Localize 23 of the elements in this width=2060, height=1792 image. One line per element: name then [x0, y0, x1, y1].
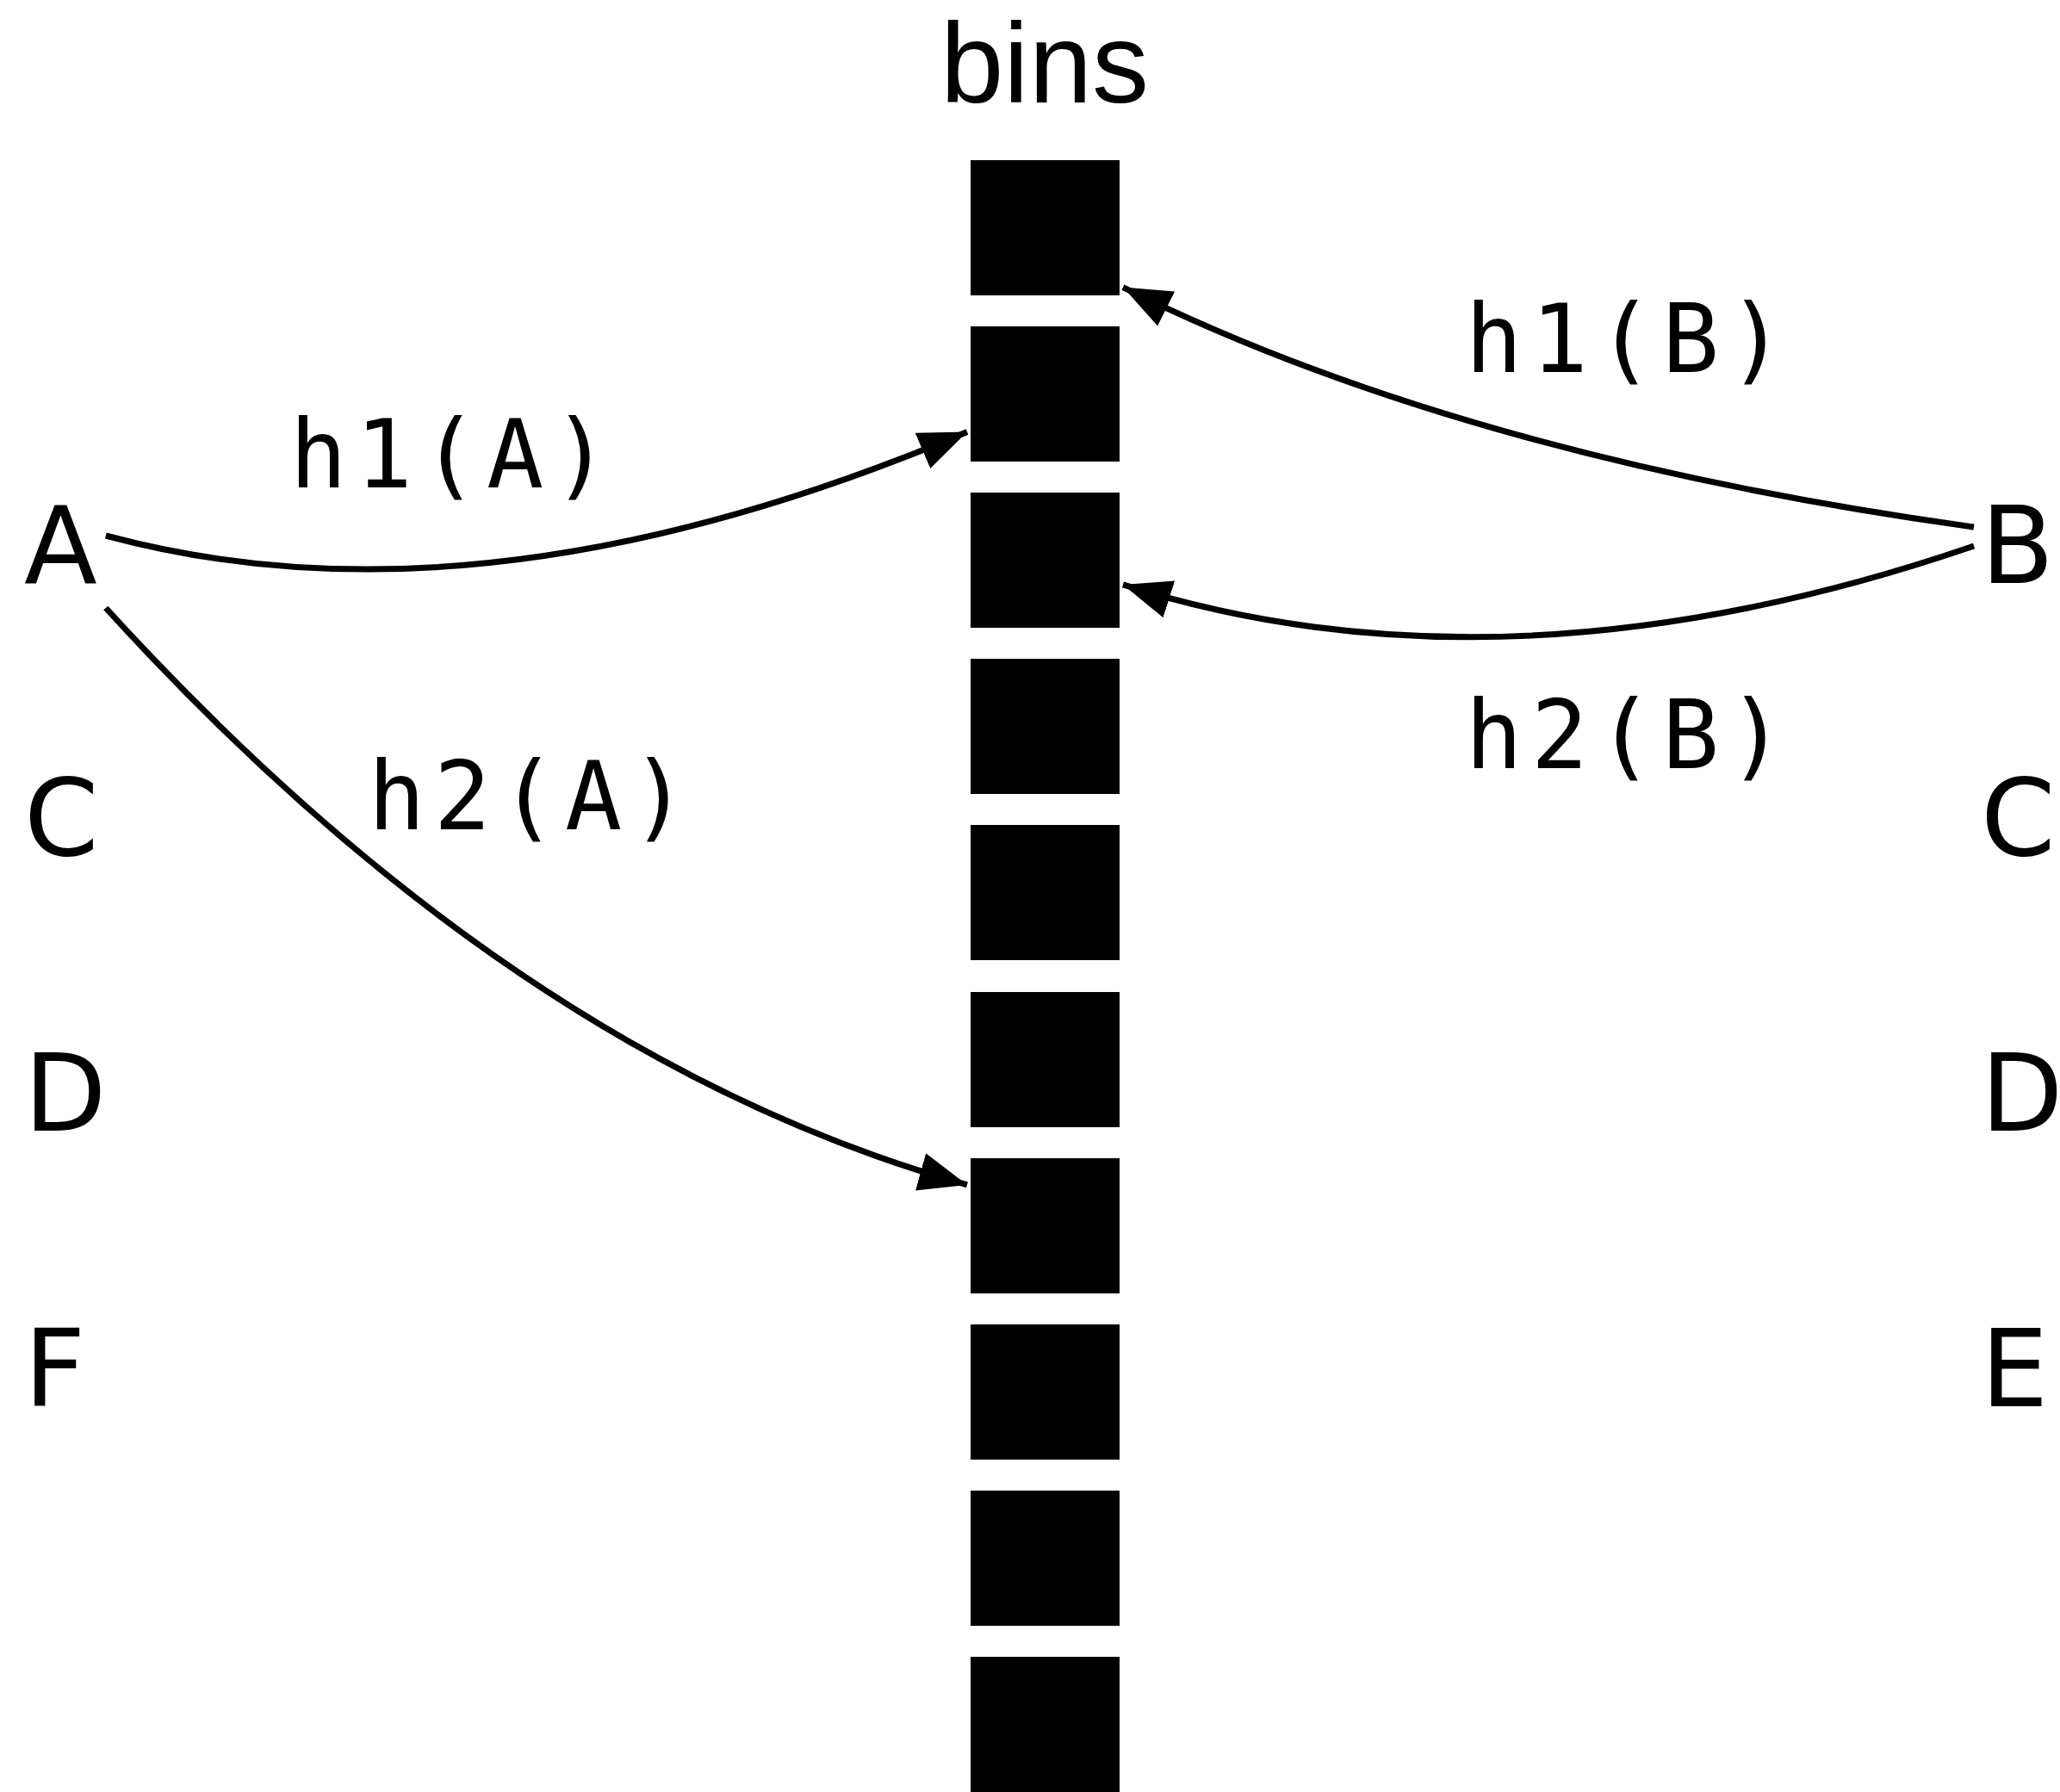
item-label: E — [1981, 1316, 2049, 1423]
bin-block — [971, 825, 1120, 961]
bin-block — [971, 1324, 1120, 1460]
item-label: C — [24, 765, 99, 871]
item-label: F — [24, 1316, 86, 1423]
bin-block — [971, 493, 1120, 629]
item-label: B — [1981, 493, 2055, 599]
bin-block — [971, 160, 1120, 295]
arrow — [105, 429, 969, 573]
bin-block — [971, 326, 1120, 462]
bin-block — [971, 991, 1120, 1127]
arrow — [103, 605, 969, 1189]
item-label: C — [1981, 765, 2056, 871]
bin-block — [971, 1656, 1120, 1792]
bin-block — [971, 659, 1120, 795]
item-label: D — [24, 1040, 107, 1147]
item-label: A — [24, 493, 97, 599]
bin-block — [971, 1490, 1120, 1626]
arrow — [1121, 284, 1975, 530]
arrow — [1122, 543, 1976, 641]
bin-block — [971, 1157, 1120, 1293]
item-label: D — [1981, 1040, 2060, 1147]
column-heading: bins — [940, 7, 1150, 121]
